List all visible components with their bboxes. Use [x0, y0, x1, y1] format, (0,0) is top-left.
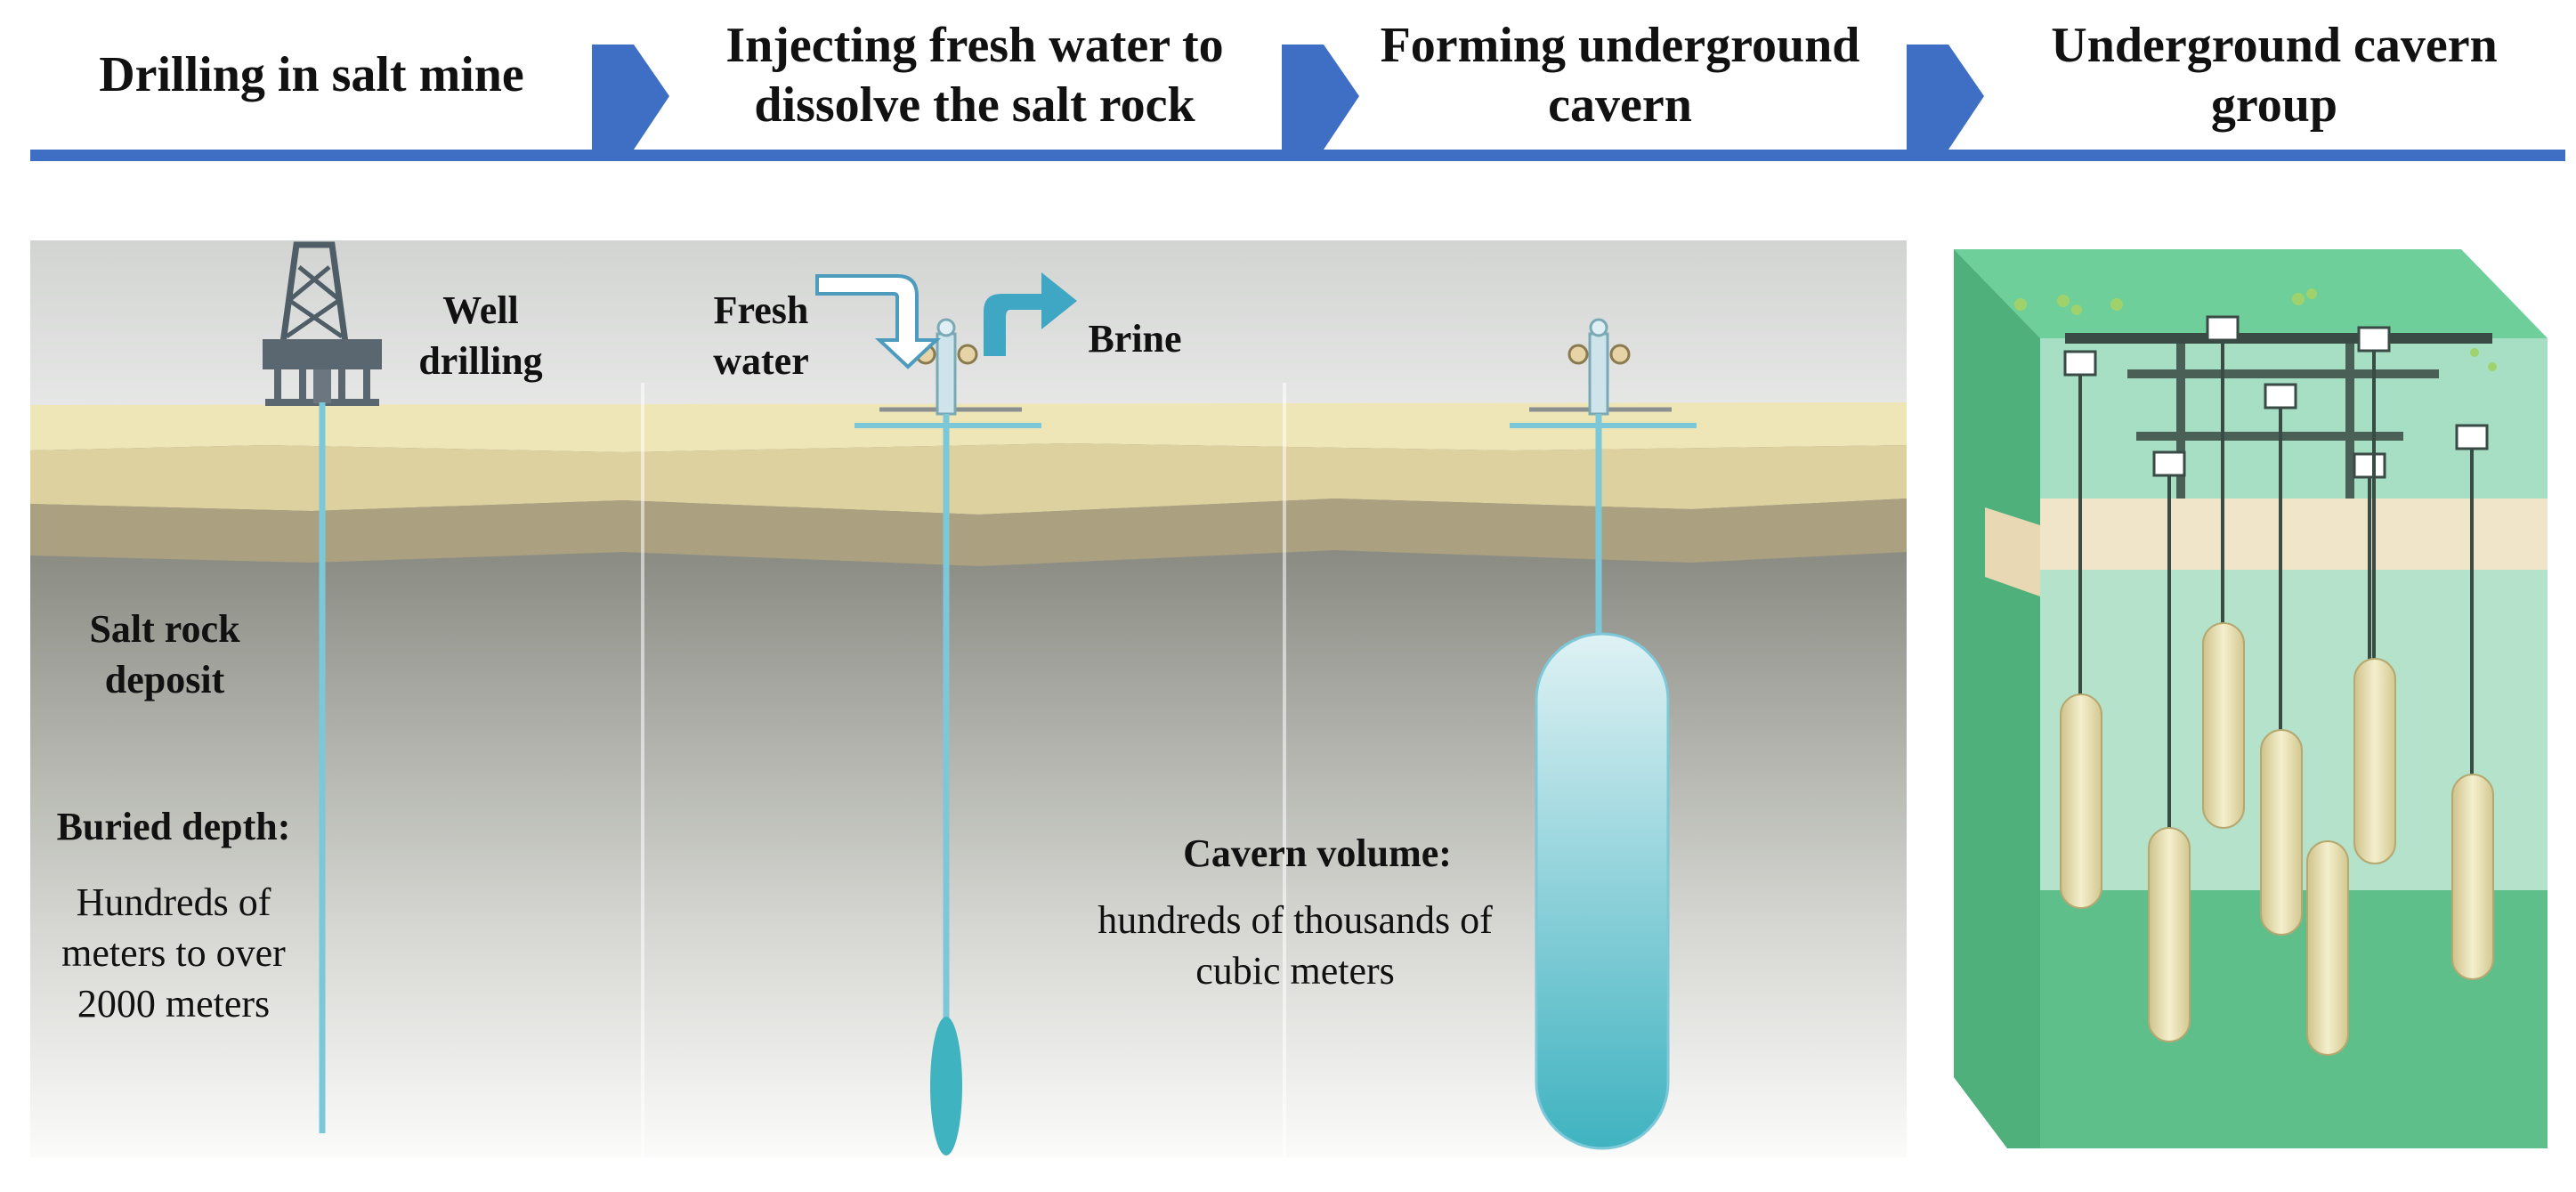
step-title-forming-cavern: Forming underground cavern	[1380, 17, 1860, 133]
fresh-water-arrow	[815, 274, 942, 369]
brine-label: Brine	[1088, 317, 1182, 361]
timeline-arrow-2	[1282, 45, 1359, 150]
large-cavern	[1535, 632, 1670, 1150]
cavern-volume-heading: Cavern volume:	[1183, 831, 1452, 875]
cavern-volume-text: hundreds of thousands of cubic meters	[1098, 898, 1493, 993]
buried-depth-heading: Buried depth:	[56, 805, 291, 848]
small-cavern	[930, 1017, 962, 1156]
timeline-line	[30, 150, 2565, 161]
timeline-arrow-1	[592, 45, 669, 150]
timeline-arrow-3	[1907, 45, 1984, 150]
well-drilling-label: Well drilling	[418, 288, 543, 384]
salt-rock-deposit-label: Salt rock deposit	[89, 607, 240, 702]
sky-area	[30, 240, 1907, 409]
sand-layer-3	[30, 499, 1907, 566]
step-title-drilling: Drilling in salt mine	[99, 47, 524, 103]
fresh-water-label: Fresh water	[713, 288, 809, 384]
cavern-group-block	[1954, 249, 2548, 1148]
sand-layer-2	[30, 443, 1907, 515]
step-title-injecting: Injecting fresh water to dissolve the sa…	[725, 17, 1224, 133]
buried-depth-text: Hundreds of meters to over 2000 meters	[61, 880, 286, 1026]
step-title-cavern-group: Underground cavern group	[2051, 17, 2498, 133]
wellhead-3	[1510, 318, 1697, 428]
timeline-bar	[30, 45, 2565, 161]
brine-arrow	[984, 272, 1077, 356]
